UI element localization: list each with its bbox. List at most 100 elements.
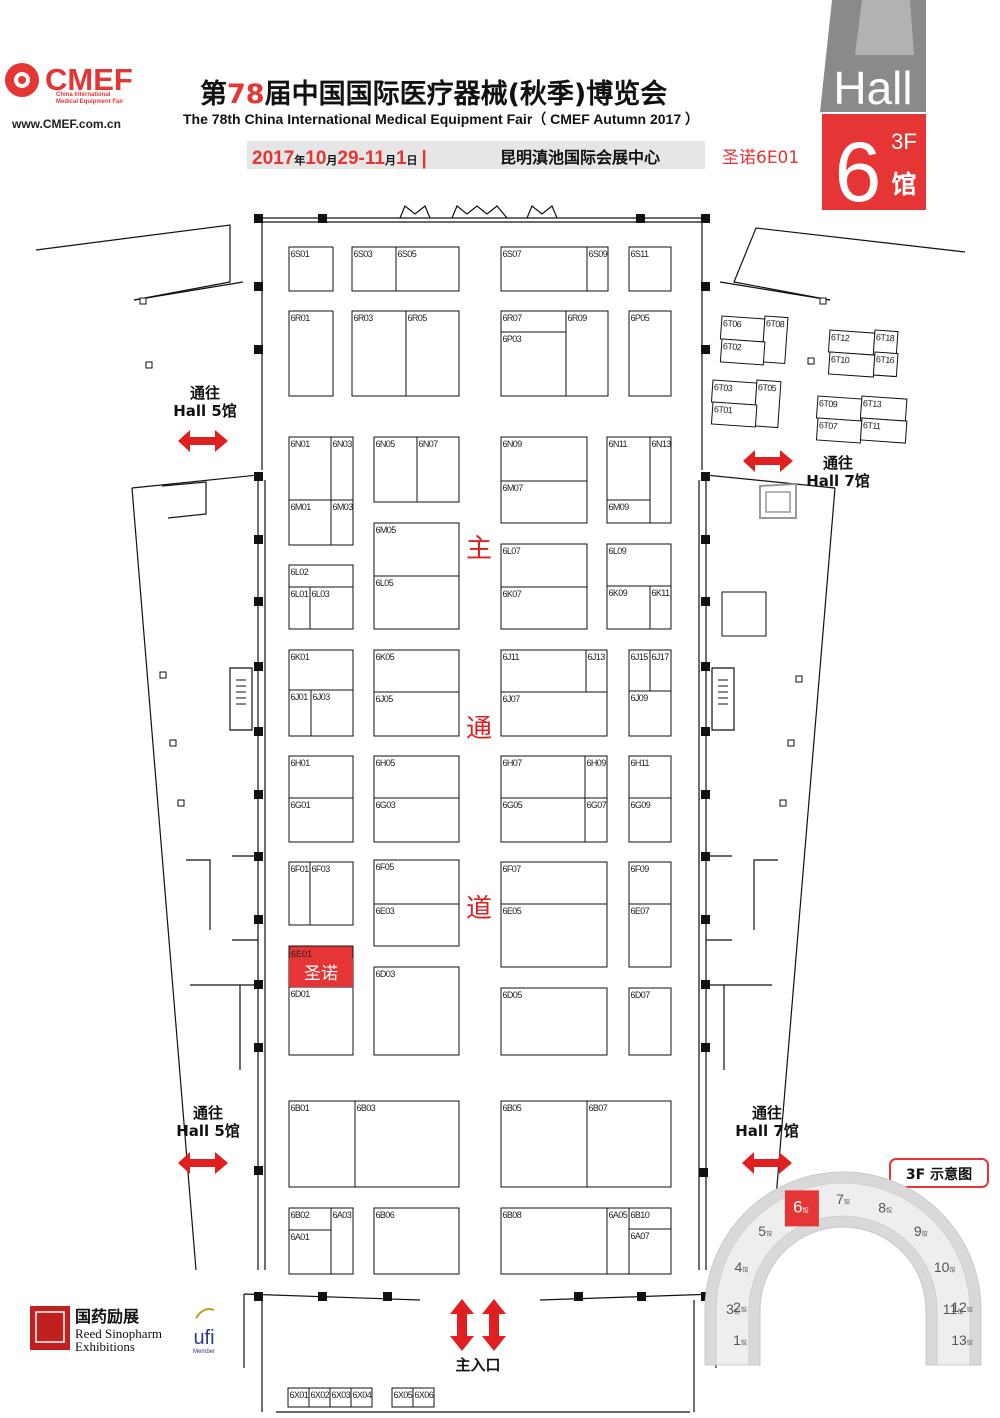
booth-6m05[interactable]: 6M05 — [373, 522, 460, 577]
booth-6h05[interactable]: 6H05 — [373, 755, 460, 799]
booth-6j15[interactable]: 6J15 — [628, 649, 651, 692]
booth-6b10[interactable]: 6B10 — [628, 1207, 672, 1230]
booth-6l05[interactable]: 6L05 — [373, 575, 460, 630]
booth-6j09[interactable]: 6J09 — [628, 690, 672, 737]
booth-6g05[interactable]: 6G05 — [500, 797, 586, 843]
booth-6n11[interactable]: 6N11 — [606, 436, 651, 501]
inset-hall-10[interactable]: 10馆 — [934, 1259, 956, 1275]
direction-to-hall7-bottom[interactable]: 通往 Hall 7馆 — [735, 1104, 799, 1174]
booth-6n09[interactable]: 6N09 — [500, 436, 588, 482]
booth-6h11[interactable]: 6H11 — [628, 755, 672, 799]
booth-6k11[interactable]: 6K11 — [649, 585, 672, 630]
booth-6r05[interactable]: 6R05 — [405, 310, 460, 397]
booth-6j17[interactable]: 6J17 — [649, 649, 672, 692]
cmef-url[interactable]: www.CMEF.com.cn — [11, 117, 121, 131]
booth-6b03[interactable]: 6B03 — [354, 1100, 460, 1188]
booth-6l02[interactable]: 6L02 — [288, 564, 354, 588]
inset-hall-2[interactable]: 2馆 — [733, 1299, 747, 1315]
booth-6h09[interactable]: 6H09 — [584, 755, 608, 799]
booth-6j13[interactable]: 6J13 — [585, 649, 608, 693]
booth-6l01[interactable]: 6L01 — [288, 586, 311, 630]
inset-hall-6[interactable]: 6馆 — [793, 1197, 808, 1216]
booth-6j03[interactable]: 6J03 — [310, 689, 354, 737]
booth-6t09[interactable]: 6T09 — [815, 395, 863, 422]
booth-6t06[interactable]: 6T06 — [719, 315, 766, 343]
booth-6f01[interactable]: 6F01 — [288, 861, 311, 926]
direction-to-hall5-bottom[interactable]: 通往 Hall 5馆 — [176, 1104, 240, 1174]
booth-6l07[interactable]: 6L07 — [500, 543, 588, 588]
inset-hall-8[interactable]: 8馆 — [878, 1199, 892, 1215]
booth-6k05[interactable]: 6K05 — [373, 649, 460, 693]
booth-6j11[interactable]: 6J11 — [500, 649, 587, 693]
booth-6k09[interactable]: 6K09 — [606, 585, 651, 630]
booth-6n01[interactable]: 6N01 — [288, 436, 332, 501]
booth-6j07[interactable]: 6J07 — [500, 691, 608, 737]
booth-6x02[interactable]: 6X02 — [308, 1387, 331, 1408]
booth-6b07[interactable]: 6B07 — [586, 1100, 672, 1188]
inset-hall-7[interactable]: 7馆 — [836, 1191, 850, 1207]
booth-6t11[interactable]: 6T11 — [859, 417, 908, 444]
booth-6n03[interactable]: 6N03 — [330, 436, 354, 501]
booth-6h07[interactable]: 6H07 — [500, 755, 586, 799]
booth-6k01[interactable]: 6K01 — [288, 649, 354, 691]
booth-6j05[interactable]: 6J05 — [373, 691, 460, 737]
booth-6t03[interactable]: 6T03 — [710, 379, 758, 406]
booth-6m09[interactable]: 6M09 — [606, 499, 651, 524]
booth-6n05[interactable]: 6N05 — [373, 436, 418, 503]
booth-6j01[interactable]: 6J01 — [288, 689, 312, 737]
booth-6f09[interactable]: 6F09 — [628, 861, 672, 905]
booth-6r09[interactable]: 6R09 — [565, 310, 609, 397]
inset-hall-13[interactable]: 13馆 — [951, 1332, 973, 1348]
booth-6e03[interactable]: 6E03 — [373, 903, 460, 947]
inset-hall-9[interactable]: 9馆 — [914, 1223, 928, 1239]
booth-6d01[interactable]: 6D01 — [288, 986, 354, 1056]
booth-6p03[interactable]: 6P03 — [500, 331, 567, 397]
booth-6a03[interactable]: 6A03 — [330, 1207, 354, 1275]
booth-6t05[interactable]: 6T05 — [753, 379, 782, 429]
booth-6f05[interactable]: 6F05 — [373, 859, 460, 905]
inset-hall-1[interactable]: 1馆 — [733, 1332, 747, 1348]
booth-6r07[interactable]: 6R07 — [500, 310, 567, 333]
booth-6a07[interactable]: 6A07 — [628, 1228, 672, 1275]
booth-6f07[interactable]: 6F07 — [500, 861, 608, 905]
main-entrance[interactable]: 主入口 — [450, 1299, 506, 1374]
inset-hall-11[interactable]: 11馆 — [943, 1301, 964, 1317]
booth-6r03[interactable]: 6R03 — [351, 310, 407, 397]
booth-6g09[interactable]: 6G09 — [628, 797, 672, 843]
booth-6l09[interactable]: 6L09 — [606, 543, 672, 587]
booth-6b06[interactable]: 6B06 — [373, 1207, 460, 1275]
booth-6x01[interactable]: 6X01 — [287, 1387, 310, 1408]
booth-6t13[interactable]: 6T13 — [859, 395, 908, 422]
booth-6g01[interactable]: 6G01 — [288, 797, 354, 843]
booth-6t12[interactable]: 6T12 — [827, 329, 876, 356]
booth-6d03[interactable]: 6D03 — [373, 966, 460, 1056]
booth-6f03[interactable]: 6F03 — [309, 861, 354, 926]
booth-6s05[interactable]: 6S05 — [395, 246, 460, 292]
booth-6t01[interactable]: 6T01 — [710, 401, 758, 428]
direction-to-hall7-top[interactable]: 通往 Hall 7馆 — [743, 450, 870, 490]
booth-6n13[interactable]: 6N13 — [649, 436, 672, 524]
booth-6g03[interactable]: 6G03 — [373, 797, 460, 843]
booth-6s09[interactable]: 6S09 — [586, 246, 609, 292]
booth-6r01[interactable]: 6R01 — [288, 310, 334, 397]
booth-6t08[interactable]: 6T08 — [761, 315, 789, 365]
inset-hall-4[interactable]: 4馆 — [734, 1259, 748, 1275]
booth-6s11[interactable]: 6S11 — [628, 246, 672, 292]
booth-6d05[interactable]: 6D05 — [500, 987, 608, 1056]
inset-hall-12[interactable]: 12馆 — [951, 1299, 973, 1315]
inset-hall-3[interactable]: 3馆 — [726, 1301, 740, 1317]
booth-6b08[interactable]: 6B08 — [500, 1207, 608, 1275]
booth-6a05[interactable]: 6A05 — [606, 1207, 630, 1275]
booth-6l03[interactable]: 6L03 — [309, 586, 354, 630]
booth-6b01[interactable]: 6B01 — [288, 1100, 356, 1188]
booth-6x04[interactable]: 6X04 — [350, 1387, 373, 1408]
booth-6x06[interactable]: 6X06 — [412, 1387, 435, 1408]
booth-6k07[interactable]: 6K07 — [500, 586, 588, 630]
booth-6b02[interactable]: 6B02 — [288, 1207, 332, 1231]
booth-6s03[interactable]: 6S03 — [351, 246, 397, 292]
inset-hall-5[interactable]: 5馆 — [758, 1223, 772, 1239]
booth-6t16[interactable]: 6T16 — [872, 351, 899, 378]
booth-6p05[interactable]: 6P05 — [628, 310, 672, 397]
booth-6m01[interactable]: 6M01 — [288, 499, 332, 546]
booth-6a01[interactable]: 6A01 — [288, 1229, 332, 1275]
